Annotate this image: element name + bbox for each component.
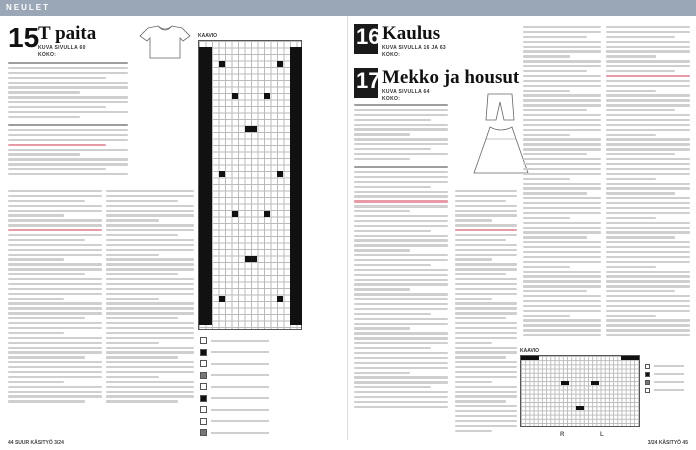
legend-swatch xyxy=(645,363,650,369)
chart-dark-column-right xyxy=(290,47,302,325)
legend-swatch xyxy=(200,394,207,402)
legend-swatch xyxy=(200,406,207,414)
footer-right-page: 3/24 KÄSITYÖ 45 xyxy=(647,440,688,446)
pattern-title-15: T paita xyxy=(38,23,97,44)
chart-motif-cell xyxy=(621,356,639,360)
legend-row xyxy=(645,370,693,378)
chart-legend-right xyxy=(645,362,693,394)
pattern-number-16: 16 xyxy=(356,24,381,49)
footer-left-page: 44 SUUR KÄSITYÖ 3/24 xyxy=(8,440,64,446)
legend-row xyxy=(200,393,340,405)
legend-swatch xyxy=(645,371,650,377)
chart-motif-cell xyxy=(277,296,283,302)
legend-swatch xyxy=(200,360,207,368)
pattern-size-label-15: KOKO: xyxy=(38,52,57,58)
chart-label-right: KAAVIO xyxy=(520,348,540,354)
chart-motif-cell xyxy=(245,126,257,132)
pattern-subtitle-17: KUVA SIVULLA 64 xyxy=(382,89,430,95)
chart-motif-cell xyxy=(232,211,238,217)
chart-motif-cell xyxy=(219,171,225,177)
chart-motif-cell xyxy=(219,296,225,302)
legend-row xyxy=(200,347,340,359)
legend-row xyxy=(200,370,340,382)
legend-swatch xyxy=(200,348,207,356)
legend-swatch xyxy=(200,417,207,425)
legend-row xyxy=(200,358,340,370)
pattern-size-label-16: KOKO: xyxy=(382,52,401,58)
chart-motif-cell xyxy=(219,61,225,67)
pattern-number-17: 17 xyxy=(356,68,381,93)
chart-motif-cell xyxy=(245,256,257,262)
chart-label-left: KAAVIO xyxy=(198,33,218,39)
pattern-subtitle-16: KUVA SIVULLA 16 JA 63 xyxy=(382,45,446,51)
chart-motif-cell xyxy=(521,356,539,360)
legend-row xyxy=(200,416,340,428)
knitting-chart-right xyxy=(520,355,640,427)
legend-row xyxy=(645,362,693,370)
dress-sketch-image xyxy=(473,126,529,174)
legend-row xyxy=(200,404,340,416)
magazine-section-label: NEULET xyxy=(6,3,50,12)
chart-motif-cell xyxy=(591,381,599,385)
pattern-number-15: 15 xyxy=(8,22,40,53)
pattern-title-17: Mekko ja housut xyxy=(382,67,520,88)
legend-swatch xyxy=(200,383,207,391)
legend-swatch xyxy=(645,379,650,385)
pattern-16-instructions-column xyxy=(523,26,601,339)
pattern-15-instructions-column-1 xyxy=(8,190,102,405)
pattern-15-instructions-column-2 xyxy=(106,190,194,405)
legend-swatch xyxy=(200,371,207,379)
legend-row xyxy=(200,335,340,347)
pattern-17-instructions-column-2 xyxy=(455,190,517,435)
page-spread-divider xyxy=(347,16,348,440)
pattern-number-badge-16 xyxy=(354,24,378,54)
pattern-title-16: Kaulus xyxy=(382,23,441,44)
chart-motif-cell xyxy=(264,211,270,217)
trousers-sketch-image xyxy=(485,93,515,121)
pattern-number-badge-17 xyxy=(354,68,378,98)
knitting-chart-left xyxy=(198,40,302,330)
chart-motif-cell xyxy=(576,406,584,410)
tshirt-sketch-image xyxy=(139,25,191,59)
chart-motif-cell xyxy=(232,93,238,99)
chart-dark-column-left xyxy=(199,47,212,325)
pattern-17-materials-text xyxy=(354,104,448,411)
chart-edge-label-l: L xyxy=(600,432,604,438)
legend-swatch xyxy=(200,429,207,437)
chart-motif-cell xyxy=(264,93,270,99)
legend-swatch xyxy=(645,387,650,393)
legend-swatch xyxy=(200,337,207,345)
pattern-15-materials-text xyxy=(8,62,128,178)
pattern-subtitle-15: KUVA SIVULLA 60 xyxy=(38,45,86,51)
chart-edge-label-r: R xyxy=(560,432,565,438)
pattern-16-instructions-column-right xyxy=(606,26,690,339)
legend-row xyxy=(200,427,340,439)
chart-motif-cell xyxy=(561,381,569,385)
legend-row xyxy=(200,381,340,393)
pattern-size-label-17: KOKO: xyxy=(382,96,401,102)
chart-legend-left xyxy=(200,335,340,439)
top-bar: NEULET xyxy=(0,0,696,16)
legend-row xyxy=(645,386,693,394)
chart-motif-cell xyxy=(277,61,283,67)
legend-row xyxy=(645,378,693,386)
chart-motif-cell xyxy=(277,171,283,177)
